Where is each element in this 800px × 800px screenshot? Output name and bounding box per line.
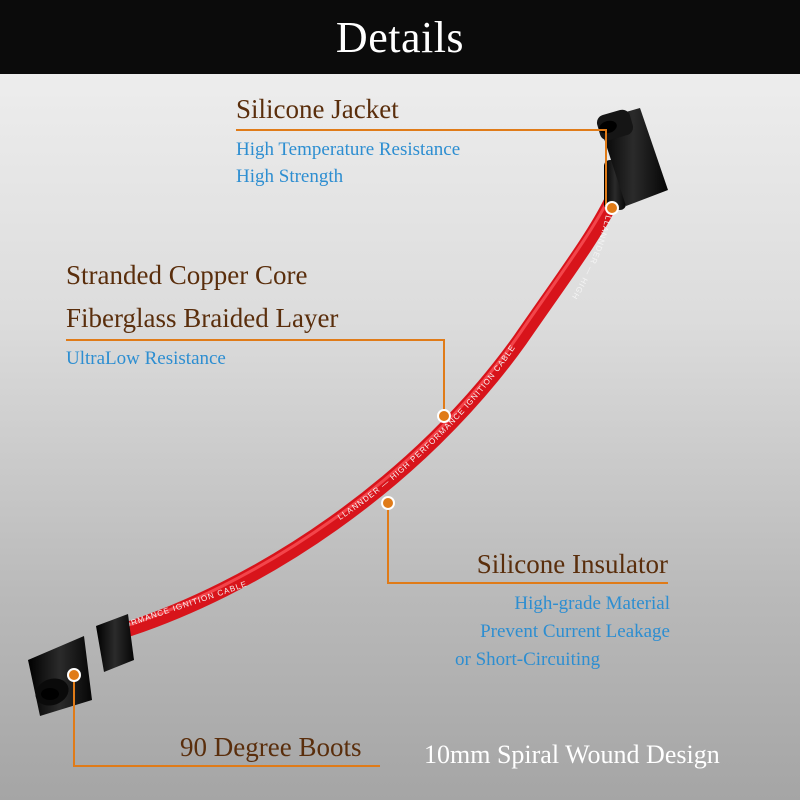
leader-silicone-jacket (236, 129, 607, 206)
silicone-jacket-title: Silicone Jacket (236, 94, 399, 124)
silicone-jacket-line-2: High Strength (236, 166, 344, 187)
dot-copper-core (437, 409, 451, 423)
leader-boots (73, 675, 380, 767)
boots-title: 90 Degree Boots (180, 732, 362, 762)
dot-boots (67, 668, 81, 682)
upper-boot (596, 108, 668, 210)
header-bar: Details (0, 0, 800, 74)
leader-copper-core (66, 339, 445, 412)
insulator-title: Silicone Insulator (476, 549, 668, 579)
leader-dots (67, 201, 619, 682)
copper-core-line-1: UltraLow Resistance (66, 348, 226, 369)
braided-layer-title: Fiberglass Braided Layer (66, 303, 339, 333)
dot-insulator (381, 496, 395, 510)
silicone-jacket-line-1: High Temperature Resistance (236, 139, 461, 160)
copper-core-title: Stranded Copper Core (66, 260, 308, 290)
lower-boot (28, 614, 134, 716)
leader-lines (66, 129, 668, 767)
insulator-line-2: Prevent Current Leakage (480, 621, 670, 642)
page-title: Details (335, 12, 465, 62)
insulator-line-1: High-grade Material (514, 593, 670, 614)
insulator-line-3: or Short-Circuiting (455, 649, 601, 670)
ignition-cable (102, 192, 620, 643)
leader-insulator (387, 503, 668, 584)
spiral-wound-note: 10mm Spiral Wound Design (424, 740, 720, 769)
cable-highlight (108, 196, 611, 633)
dot-silicone-jacket (605, 201, 619, 215)
